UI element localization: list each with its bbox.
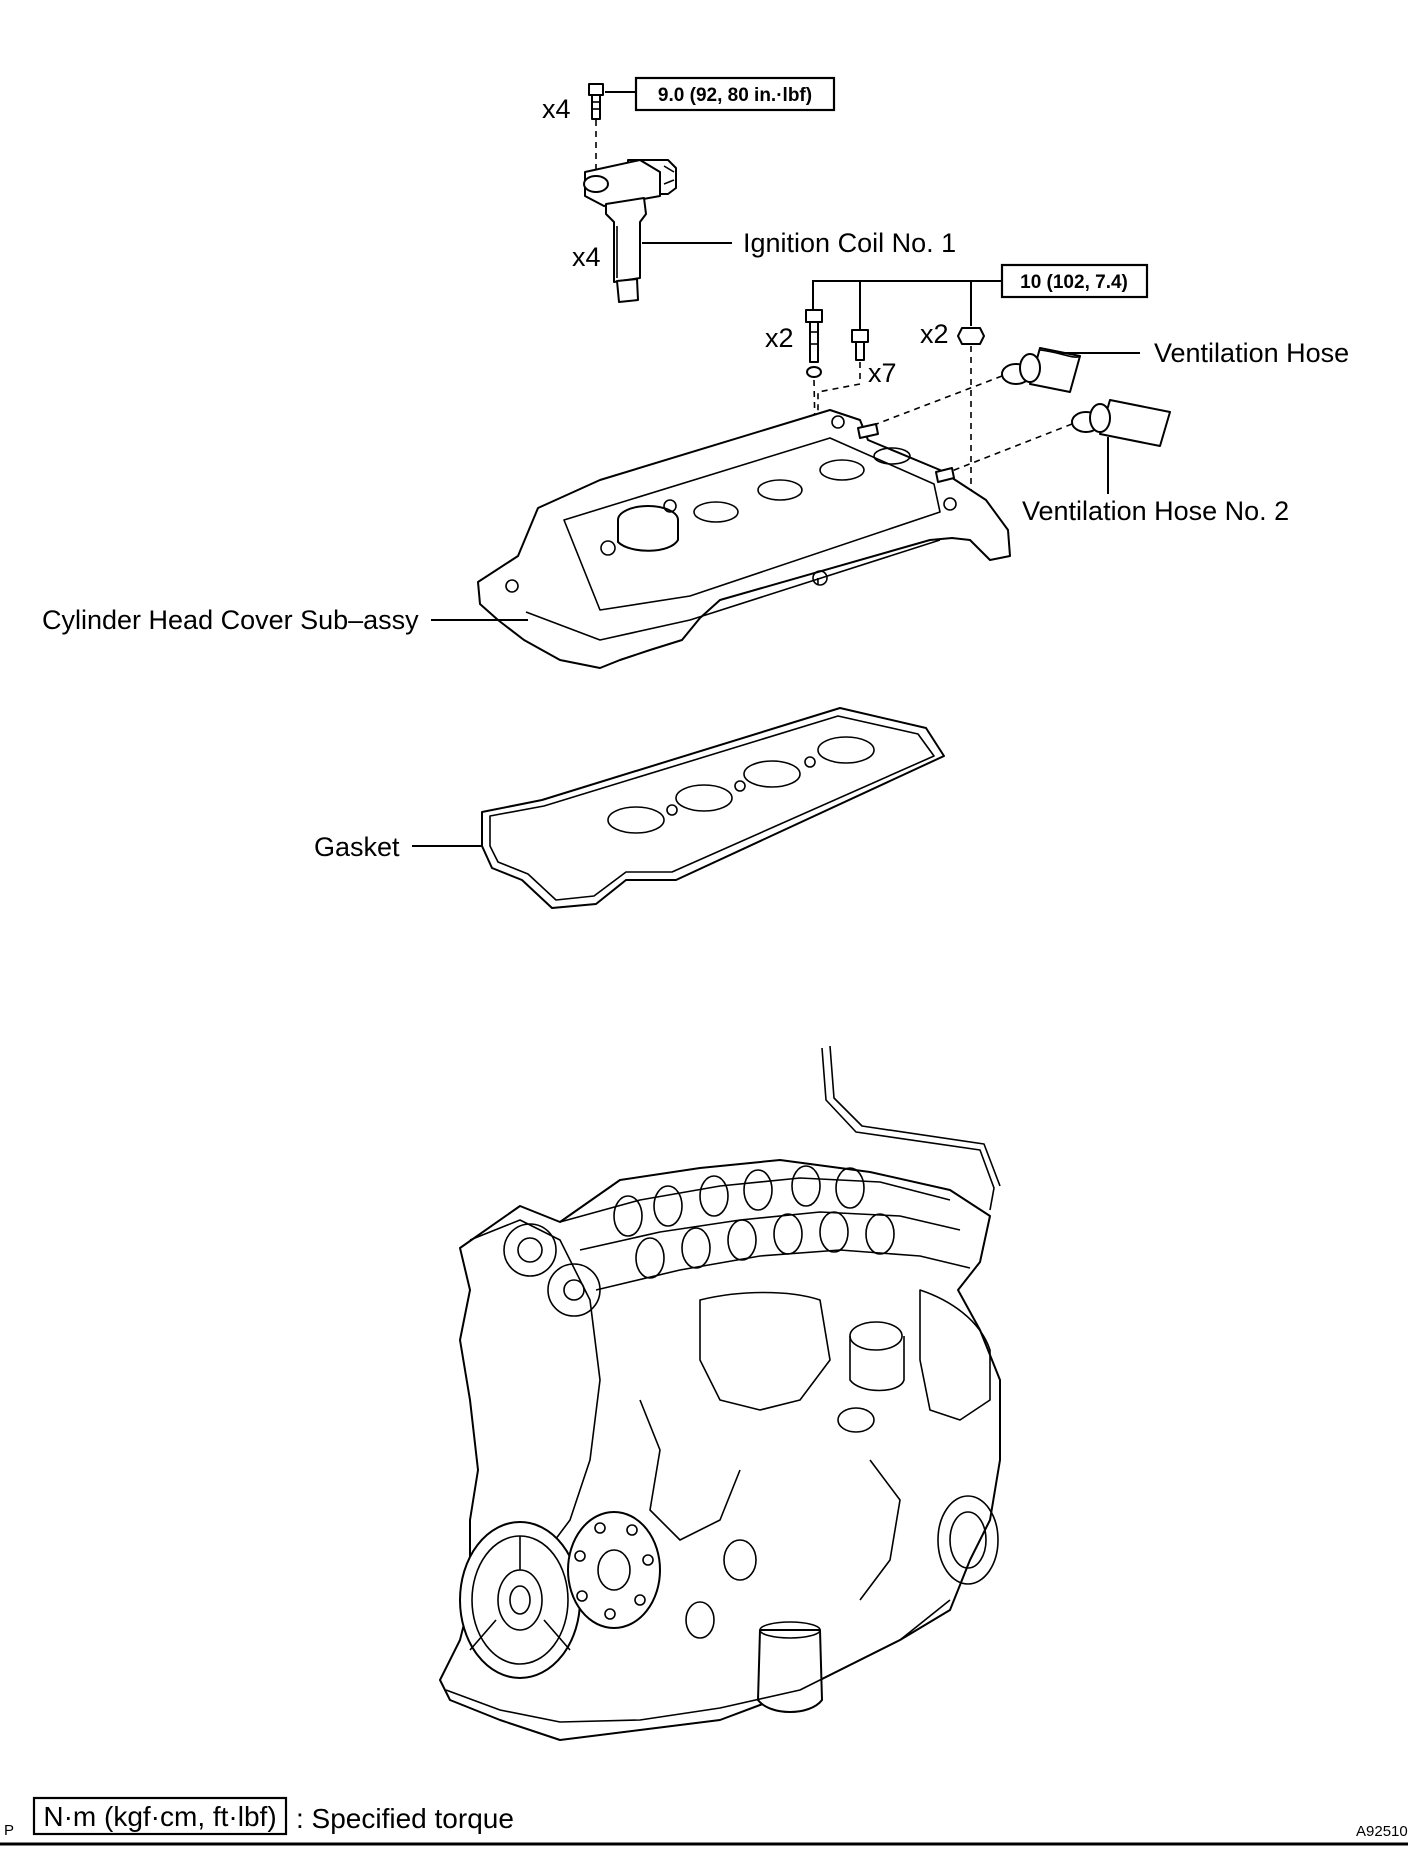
ignition-coil-label: Ignition Coil No. 1 (743, 228, 956, 258)
ventilation-hose-no2-icon (1071, 399, 1171, 447)
cover-nut (957, 327, 985, 345)
ventilation-hose-label: Ventilation Hose (1154, 338, 1349, 368)
cover-bolt-torque-box (1000, 263, 1149, 299)
oil-filter-icon (757, 1621, 823, 1713)
ignition-coil-icon (583, 159, 677, 303)
coil-quantity: x4 (572, 242, 601, 272)
coil-bolt-quantity: x4 (542, 94, 571, 124)
gasket-icon (481, 707, 945, 909)
engine-block-icon (439, 1045, 1001, 1741)
water-pump-pulley-icon (567, 1511, 661, 1629)
cover-bolt-torque-value: 10 (102, 7.4) (1020, 272, 1128, 293)
ventilation-hose-no2-label: Ventilation Hose No. 2 (1022, 496, 1289, 526)
legend-unit-box (32, 1796, 288, 1836)
cover-bolt-long (805, 309, 823, 378)
cylinder-head-cover-icon (477, 409, 1011, 669)
cover-bolt-torque-bracket (812, 280, 1002, 330)
gasket-label: Gasket (314, 832, 400, 862)
cover-bolt-short (851, 329, 869, 361)
legend-description: : Specified torque (296, 1803, 514, 1834)
corner-left-code: P (4, 1822, 14, 1839)
cover-bolt-right-quantity: x2 (920, 319, 949, 349)
cover-bolt-left-quantity: x2 (765, 323, 794, 353)
coil-bolt (588, 83, 604, 120)
cover-bolt-middle-quantity: x7 (868, 358, 897, 388)
figure-id: A92510 (1356, 1823, 1408, 1840)
legend-unit-text: N·m (kgf·cm, ft·lbf) (43, 1801, 276, 1832)
ventilation-hose-icon (1001, 347, 1081, 393)
crankshaft-pulley-icon (459, 1521, 581, 1679)
coil-bolt-torque-box (634, 76, 836, 112)
coil-bolt-torque-value: 9.0 (92, 80 in.·lbf) (658, 85, 812, 106)
cylinder-head-cover-label: Cylinder Head Cover Sub–assy (42, 605, 419, 635)
